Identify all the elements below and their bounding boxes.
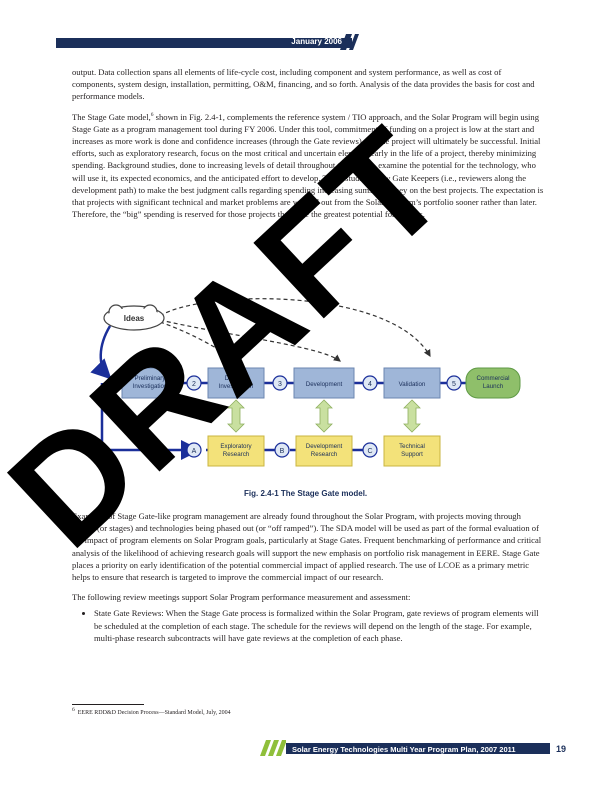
support-box-3 <box>383 435 441 467</box>
header-date: January 2006 <box>291 37 342 46</box>
stage-1-line2: Investigation <box>133 383 168 390</box>
stage-2-line1: Detailed <box>225 375 248 382</box>
body-top: output. Data collection spans all elemen… <box>72 66 544 228</box>
gate-5 <box>446 375 462 391</box>
page-number: 19 <box>556 744 567 754</box>
paragraph-1: output. Data collection spans all elemen… <box>72 67 535 102</box>
gate-5-label: 5 <box>452 381 456 388</box>
support-box-2 <box>295 435 353 467</box>
footnote-ref: 6 <box>150 111 154 118</box>
ideas-label: Ideas <box>124 314 145 323</box>
feedback-dashed-arrow-3 <box>159 321 241 365</box>
paragraph-2-rest: shown in Fig. 2.4-1, complements the ref… <box>72 111 544 220</box>
support-gate-b <box>274 442 290 458</box>
double-arrow-3 <box>403 399 421 433</box>
stage-2-line2: Investigation <box>219 383 254 390</box>
header-slashes-icon <box>340 34 359 50</box>
stage-box-5 <box>465 367 521 399</box>
footnote: 6 EERE RDD&D Decision Process—Standard M… <box>72 707 231 716</box>
ideas-arrow <box>90 325 112 380</box>
gate-2 <box>186 375 202 391</box>
stage-box-1 <box>121 367 179 399</box>
support-2-line2: Research <box>311 451 338 458</box>
stage-5-line1: Commercial <box>476 375 509 382</box>
support-gate-c <box>362 442 378 458</box>
stage-box-2 <box>207 367 265 399</box>
gate-3 <box>272 375 288 391</box>
feedback-dashed-arrow <box>159 298 431 358</box>
paragraph-4: The following review meetings support So… <box>72 592 411 603</box>
header-bar <box>56 38 352 48</box>
figure-caption: Fig. 2.4-1 The Stage Gate model. <box>244 489 368 498</box>
footer-title: Solar Energy Technologies Multi Year Pro… <box>292 745 516 754</box>
stage-3-line1: Development <box>306 381 343 388</box>
stage-gate-diagram: Ideas Preliminary Investigation Detailed… <box>90 298 521 467</box>
support-1-line1: Exploratory <box>220 443 252 450</box>
paragraph-2: The Stage Gate model,6 shown in Fig. 2.4… <box>72 111 544 221</box>
support-gate-b-label: B <box>280 448 285 455</box>
lower-flow-line <box>100 383 201 460</box>
support-1-line2: Research <box>223 451 250 458</box>
footer-slashes-icon <box>260 740 286 756</box>
support-3-line1: Technical <box>399 443 425 450</box>
gate-2-label: 2 <box>192 381 196 388</box>
support-box-1 <box>207 435 265 467</box>
paragraph-2-start: The Stage Gate model, <box>72 111 151 122</box>
double-arrow-1 <box>227 399 245 433</box>
stage-box-3 <box>293 367 355 399</box>
support-gate-c-label: C <box>367 448 372 455</box>
double-arrow-2 <box>315 399 333 433</box>
paragraph-3: Examples of Stage Gate-like program mana… <box>72 511 542 583</box>
gate-1 <box>106 375 122 391</box>
footnote-rule <box>72 704 144 705</box>
body-bottom: Examples of Stage Gate-like program mana… <box>72 510 544 644</box>
gate-4-label: 4 <box>368 381 372 388</box>
ideas-cloud: Ideas <box>103 304 165 331</box>
support-gate-a-label: A <box>192 448 197 455</box>
stage-4-line1: Validation <box>399 381 426 388</box>
stage-box-4 <box>383 367 441 399</box>
gate-3-label: 3 <box>278 381 282 388</box>
gate-1-label: 1 <box>112 381 116 388</box>
support-3-line2: Support <box>401 451 423 458</box>
feedback-dashed-arrow-2 <box>159 319 341 362</box>
support-gate-a <box>186 442 202 458</box>
review-list: State Gate Reviews: When the Stage Gate … <box>72 607 544 644</box>
footnote-mark: 6 <box>72 707 75 713</box>
stage-5-line2: Launch <box>483 383 504 390</box>
footnote-text: EERE RDD&D Decision Process—Standard Mod… <box>77 710 231 716</box>
stage-1-line1: Preliminary <box>135 375 167 382</box>
footer-bar <box>286 743 550 754</box>
list-item: State Gate Reviews: When the Stage Gate … <box>94 607 544 644</box>
gate-4 <box>362 375 378 391</box>
support-2-line1: Development <box>306 443 343 450</box>
